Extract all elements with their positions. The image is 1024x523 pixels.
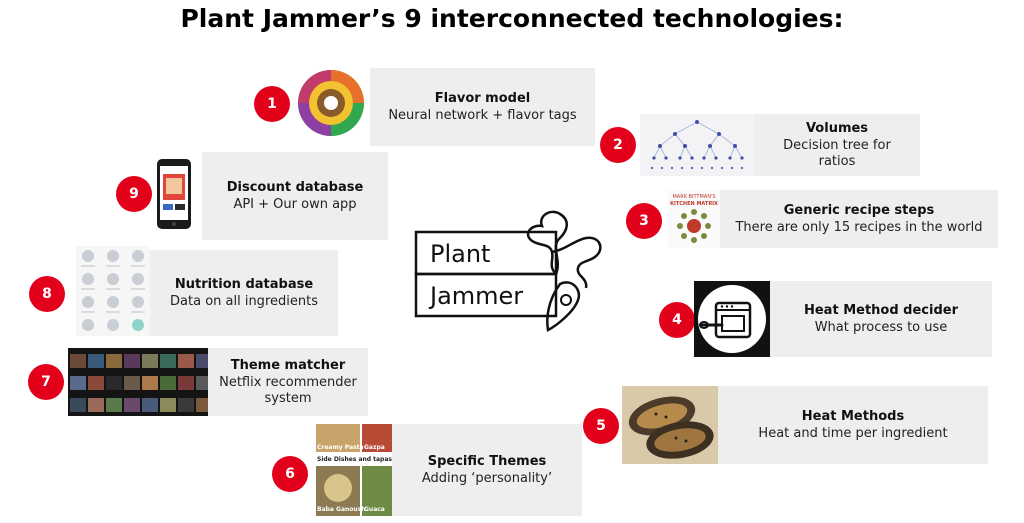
theme-label-3: Baba Ganoush <box>317 506 366 513</box>
recipe-themes-image: Creamy Pasta Gazpa Side Dishes and tapas… <box>316 424 396 516</box>
card-subtitle: Decision tree for ratios <box>783 137 891 169</box>
badge-8: 8 <box>29 276 65 312</box>
card-heat-method-decider: Heat Method decider What process to use <box>770 281 992 357</box>
card-title: Discount database <box>226 179 364 195</box>
card-theme-matcher: Theme matcher Netflix recommender system <box>208 348 368 416</box>
card-subtitle: API + Our own app <box>233 196 357 212</box>
phone-app-image <box>157 159 191 229</box>
card-title: Heat Method decider <box>803 302 958 318</box>
card-subtitle: There are only 15 recipes in the world <box>735 219 983 235</box>
flavor-wheel-image <box>298 70 364 136</box>
badge-7: 7 <box>28 364 64 400</box>
card-discount-database: Discount database API + Our own app <box>202 152 388 240</box>
roasted-eggplant-image <box>622 386 718 464</box>
card-title: Flavor model <box>434 90 531 106</box>
card-volumes: Volumes Decision tree for ratios <box>754 114 920 176</box>
badge-3: 3 <box>626 203 662 239</box>
theme-label-4: Guaca <box>364 506 385 513</box>
theme-section-heading: Side Dishes and tapas <box>317 456 392 463</box>
book-line2: KITCHEN MATRIX <box>670 201 718 207</box>
plant-jammer-logo: Plant Jammer <box>414 210 602 332</box>
oven-icon <box>694 281 770 357</box>
card-subtitle: Netflix recommender system <box>219 374 357 406</box>
book-line1: MARK BITTMAN'S <box>672 194 715 200</box>
theme-label-2: Gazpa <box>364 444 385 451</box>
card-flavor-model: Flavor model Neural network + flavor tag… <box>370 68 595 146</box>
logo-line1: Plant <box>430 240 490 268</box>
badge-9: 9 <box>116 176 152 212</box>
card-title: Heat Methods <box>801 408 905 424</box>
card-title: Generic recipe steps <box>783 202 935 218</box>
card-subtitle: Neural network + flavor tags <box>388 107 577 123</box>
card-title: Nutrition database <box>174 276 314 292</box>
logo-line2: Jammer <box>428 282 523 310</box>
kitchen-matrix-book-image: MARK BITTMAN'S KITCHEN MATRIX <box>668 190 720 248</box>
badge-4: 4 <box>659 302 695 338</box>
card-title: Theme matcher <box>230 357 346 373</box>
netflix-grid-image <box>68 348 208 416</box>
card-heat-methods: Heat Methods Heat and time per ingredien… <box>718 386 988 464</box>
decision-tree-image <box>640 114 754 176</box>
card-title: Specific Themes <box>427 453 547 469</box>
badge-2: 2 <box>600 127 636 163</box>
card-subtitle: Adding ‘personality’ <box>421 470 553 486</box>
card-nutrition-database: Nutrition database Data on all ingredien… <box>150 250 338 336</box>
badge-1: 1 <box>254 86 290 122</box>
card-subtitle: Data on all ingredients <box>170 293 318 309</box>
card-subtitle: What process to use <box>814 319 948 335</box>
card-subtitle: Heat and time per ingredient <box>758 425 948 441</box>
page-title: Plant Jammer’s 9 interconnected technolo… <box>180 4 844 33</box>
card-specific-themes: Specific Themes Adding ‘personality’ <box>392 424 582 516</box>
theme-label-1: Creamy Pasta <box>317 444 364 451</box>
card-title: Volumes <box>805 120 869 136</box>
badge-6: 6 <box>272 456 308 492</box>
nutrition-icons-image <box>76 246 150 336</box>
card-generic-recipe-steps: Generic recipe steps There are only 15 r… <box>720 190 998 248</box>
badge-5: 5 <box>583 408 619 444</box>
